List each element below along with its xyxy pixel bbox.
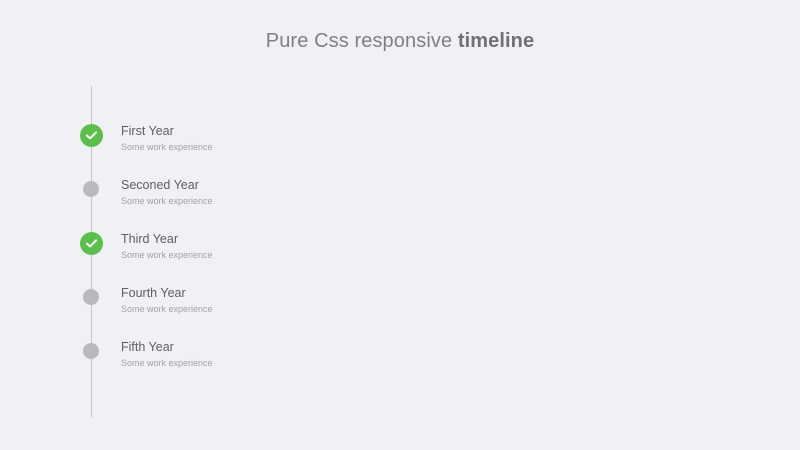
dot-icon xyxy=(83,343,99,359)
timeline: First Year Some work experience Seconed … xyxy=(80,123,380,393)
timeline-item-title: First Year xyxy=(121,124,174,138)
timeline-item-title: Third Year xyxy=(121,232,178,246)
check-icon xyxy=(80,232,103,255)
dot-icon xyxy=(83,289,99,305)
timeline-item-second-year: Seconed Year Some work experience xyxy=(80,177,380,231)
timeline-item-title: Seconed Year xyxy=(121,178,199,192)
timeline-item-description: Some work experience xyxy=(121,304,213,314)
timeline-item-title: Fourth Year xyxy=(121,286,186,300)
timeline-item-third-year: Third Year Some work experience xyxy=(80,231,380,285)
page-title: Pure Css responsive timeline xyxy=(0,30,800,53)
timeline-item-description: Some work experience xyxy=(121,250,213,260)
timeline-item-description: Some work experience xyxy=(121,358,213,368)
timeline-item-description: Some work experience xyxy=(121,142,213,152)
timeline-item-description: Some work experience xyxy=(121,196,213,206)
page-title-text: Pure Css responsive xyxy=(265,30,458,52)
timeline-item-fifth-year: Fifth Year Some work experience xyxy=(80,339,380,393)
page-title-emphasis: timeline xyxy=(457,30,535,52)
timeline-item-fourth-year: Fourth Year Some work experience xyxy=(80,285,380,339)
timeline-item-title: Fifth Year xyxy=(121,340,174,354)
dot-icon xyxy=(83,181,99,197)
timeline-item-first-year: First Year Some work experience xyxy=(80,123,380,177)
check-icon xyxy=(80,124,103,147)
